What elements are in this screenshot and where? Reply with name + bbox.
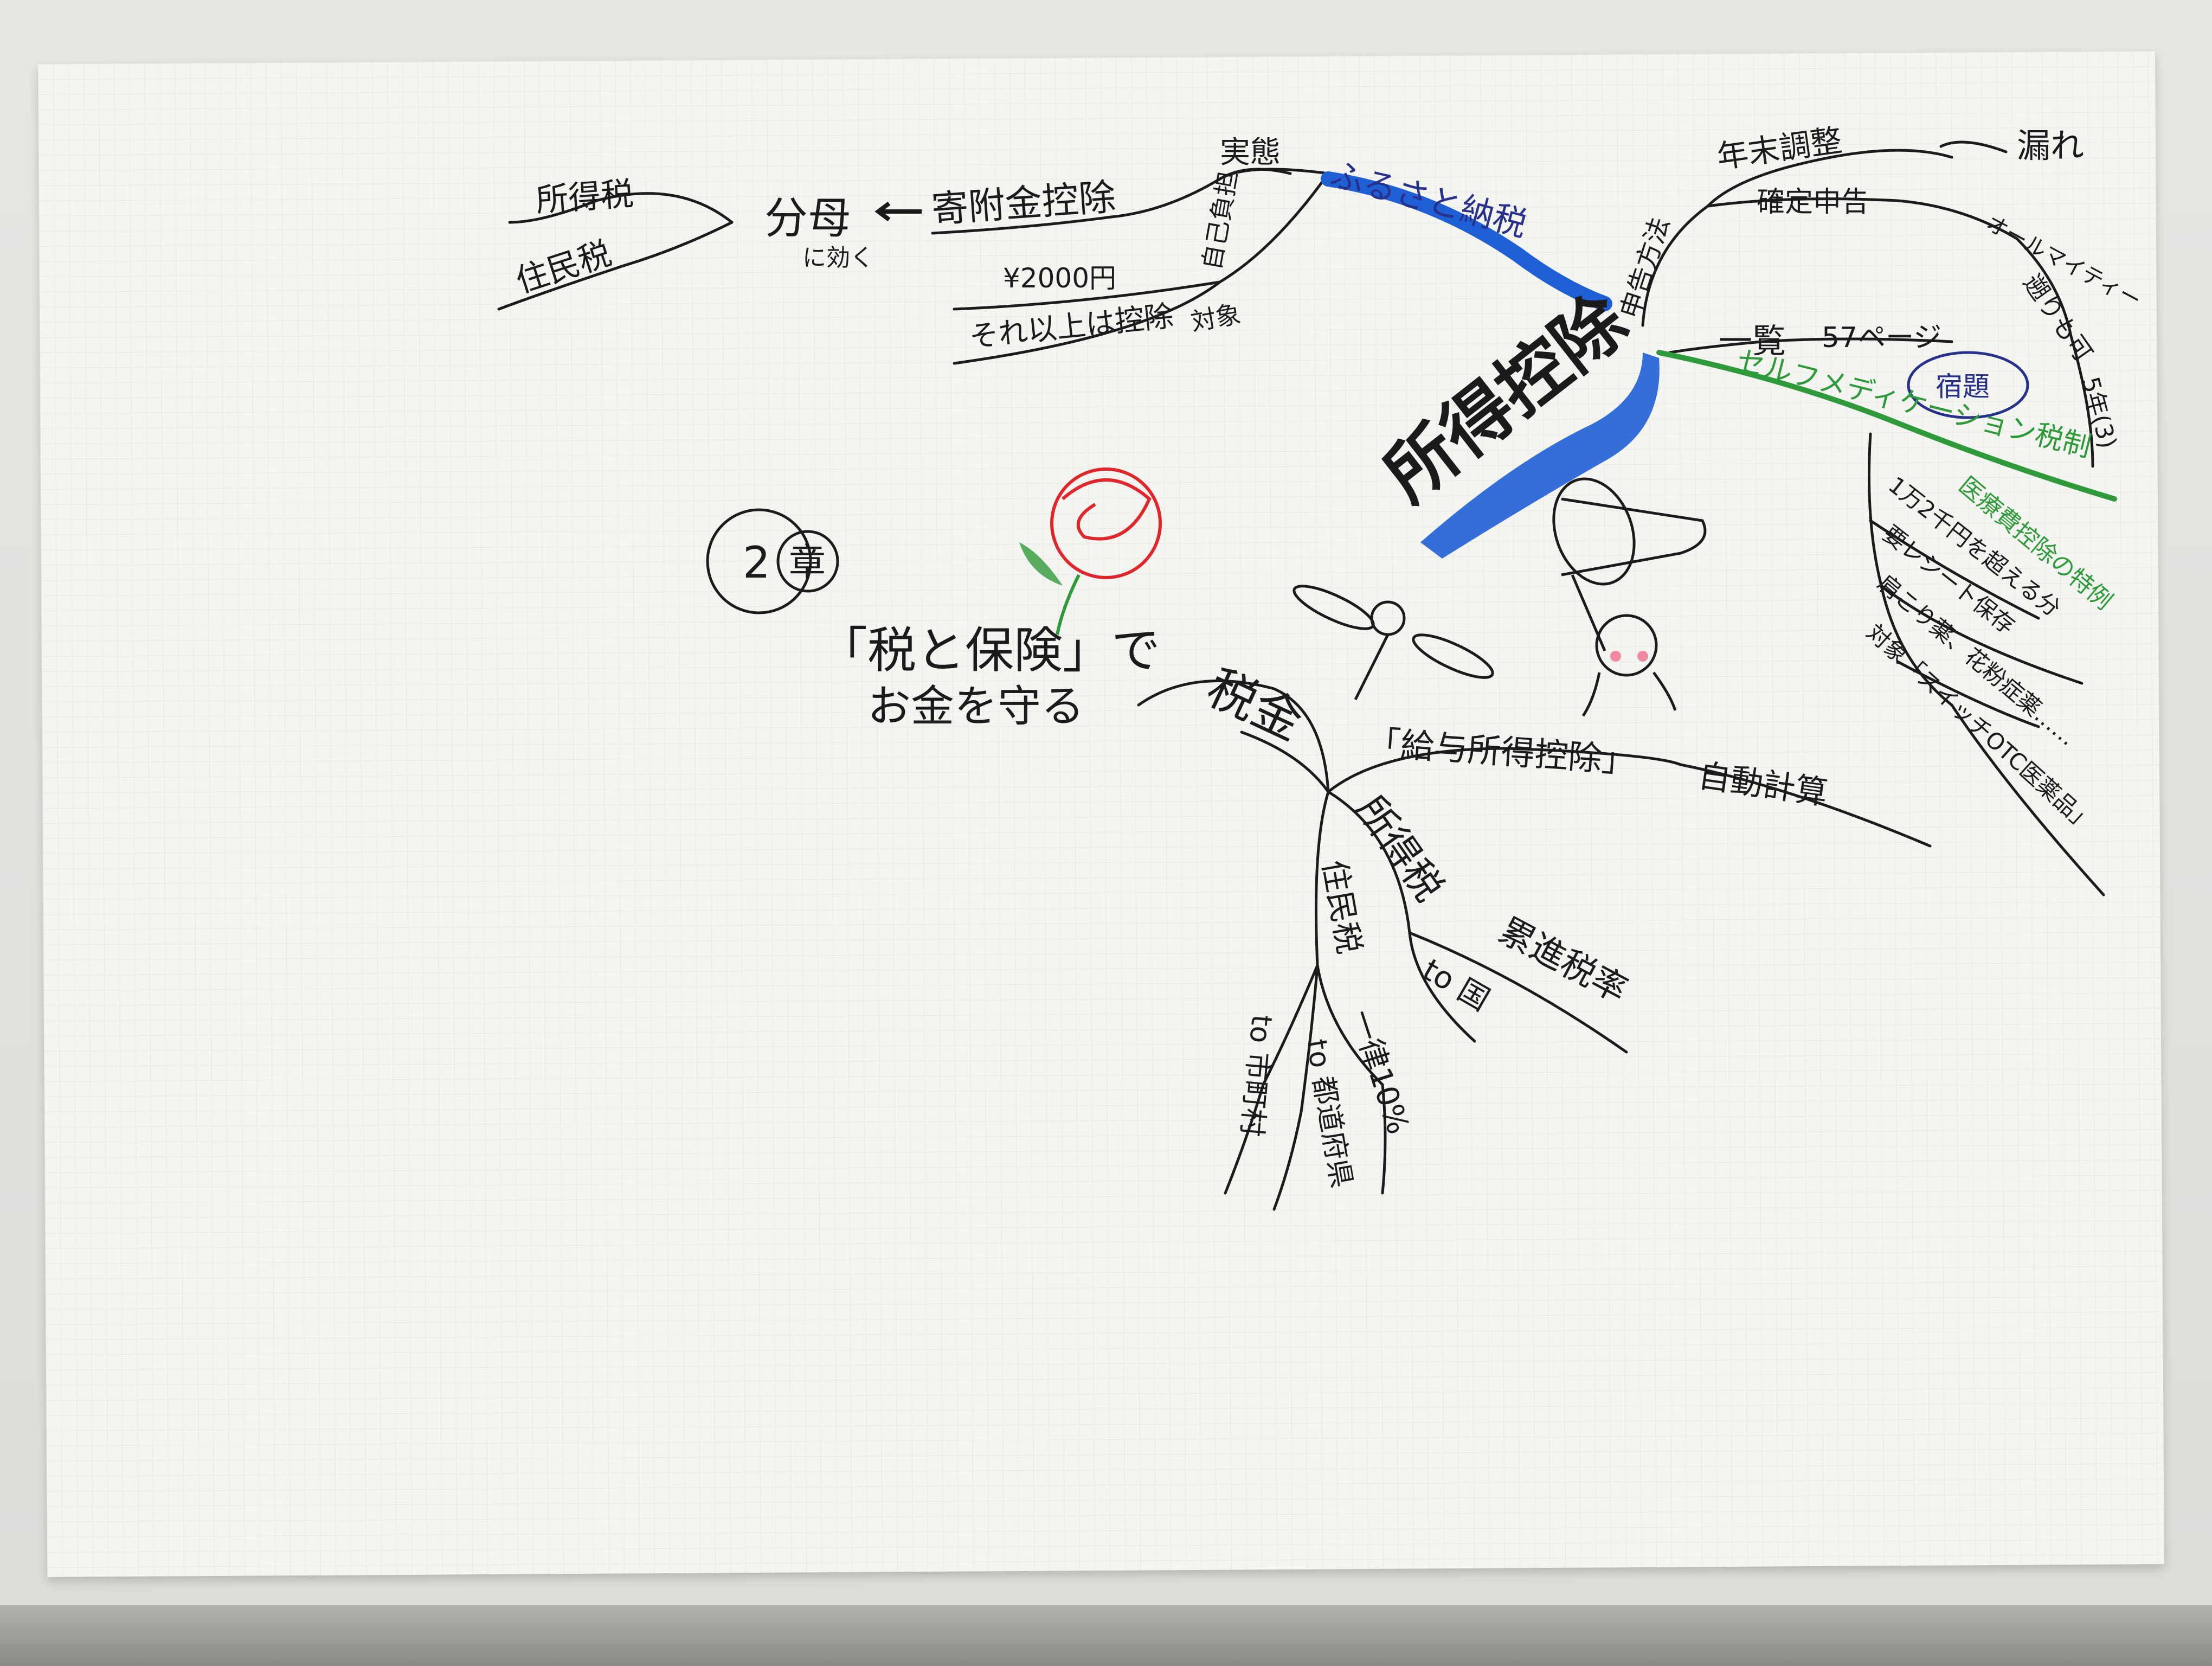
progressive-tax-label: 累進税率 <box>1492 911 1634 1011</box>
to-municipality-label: to 市町村 <box>1234 1014 1277 1138</box>
branch-lines <box>497 140 2105 1211</box>
income-tax-top-label: 所得税 <box>535 175 634 220</box>
list-label: 一覧 <box>1719 321 1786 361</box>
salary-deduction-label: 「給与所得控除」 <box>1366 722 1637 780</box>
chapter-number: 2 <box>743 537 770 588</box>
desk-edge <box>0 1605 2212 1666</box>
rose-drawing <box>1019 467 1162 635</box>
resident-tax-label: 住民税 <box>1315 857 1368 957</box>
dragonfly-drawing <box>1293 585 1494 701</box>
chapter-title-line1: 「税と保険」で <box>819 622 1160 679</box>
chapter-badge: 2 章 <box>706 508 839 614</box>
year-end-label: 年末調整 <box>1714 121 1844 176</box>
target-label: 対象 <box>1189 299 1243 337</box>
arrow-left-icon <box>874 201 922 222</box>
bug-net-drawing <box>1552 477 1707 651</box>
homework-label: 宿題 <box>1935 371 1990 402</box>
to-country-label: to 国 <box>1417 952 1495 1018</box>
page-ref-label: 57ページ <box>1822 322 1941 354</box>
self-medication-label: セルフメディケーション税制 <box>1733 344 2094 464</box>
all-mighty-label: オールマイティー <box>1982 210 2145 313</box>
resident-tax-top-label: 住民税 <box>511 234 616 300</box>
omission-label: 漏れ <box>2017 126 2084 165</box>
filing-method-label: 申告方法 <box>1615 214 1676 322</box>
tax-return-label: 確定申告 <box>1757 186 1869 219</box>
self-medication-branch <box>1656 350 2117 502</box>
donation-deduction-label: 寄附金控除 <box>930 176 1117 232</box>
works-on-label: に効く <box>802 244 874 272</box>
burden-label: 自己負担 <box>1197 169 1243 272</box>
auto-calc-label: 自動計算 <box>1696 757 1830 813</box>
homework-bubble: 宿題 <box>1907 351 2029 419</box>
child-face-drawing <box>1581 614 1677 717</box>
flat-rate-label: 一律10% <box>1343 1005 1416 1138</box>
amount-label: ¥2000円 <box>1003 262 1116 294</box>
to-prefecture-label: to 都道府県 <box>1300 1037 1358 1190</box>
denominator-label: 分母 <box>764 193 851 244</box>
income-tax-label: 所得税 <box>1348 787 1452 909</box>
actual-label: 実態 <box>1220 135 1281 170</box>
chapter-title-line2: お金を守る <box>867 681 1084 732</box>
furusato-label: ふるさと納税 <box>1326 154 1531 245</box>
chapter-char: 章 <box>789 541 826 584</box>
